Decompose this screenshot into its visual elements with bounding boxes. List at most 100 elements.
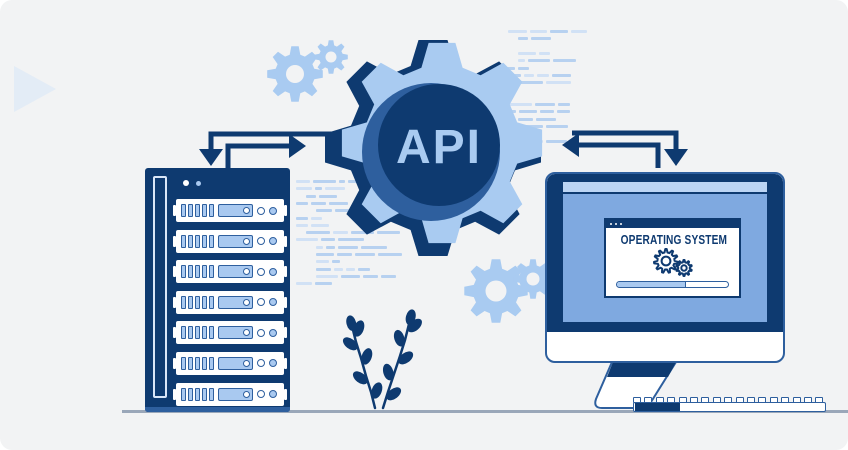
unit-slot (181, 234, 186, 248)
unit-tab (284, 235, 287, 247)
code-line (296, 216, 325, 220)
code-dash (296, 216, 309, 220)
unit-indicator-light (257, 359, 265, 368)
server-unit (173, 260, 287, 284)
code-line (316, 267, 373, 271)
code-dash (316, 267, 332, 271)
unit-tab (173, 296, 176, 308)
unit-drive-led (243, 268, 250, 276)
code-dash (360, 245, 387, 249)
code-dash (553, 59, 576, 63)
server-unit (173, 229, 287, 253)
code-dash (296, 180, 310, 183)
gear-center-large-hole (485, 280, 507, 302)
code-dash (312, 180, 337, 183)
code-dash (377, 253, 403, 256)
server-unit (173, 199, 287, 222)
code-dash (351, 231, 375, 235)
code-line (518, 51, 553, 55)
code-dash (316, 260, 330, 264)
unit-tab (173, 327, 176, 339)
code-dash (296, 187, 312, 191)
code-dash (334, 209, 352, 213)
unit-slot (188, 356, 193, 370)
code-dash (518, 37, 528, 41)
plant-leaf (346, 315, 357, 332)
unit-tab (173, 266, 176, 278)
unit-slot (195, 204, 200, 217)
unit-slot (188, 204, 193, 217)
server-base (145, 407, 290, 412)
keyboard-key (678, 397, 687, 403)
plant-leaf (386, 387, 402, 401)
titlebar-dot (610, 223, 612, 225)
unit-slot (202, 295, 207, 309)
code-dash (296, 282, 313, 286)
code-line (508, 103, 573, 106)
server-status-dot (196, 181, 201, 186)
arrow-from-monitor-head (562, 133, 579, 157)
code-dash (518, 51, 536, 55)
arrow-from-server (225, 143, 290, 168)
keyboard-key (804, 397, 812, 403)
server-rack (145, 168, 290, 412)
server-unit (173, 382, 287, 406)
code-dash (339, 180, 346, 183)
keyboard-key (655, 397, 664, 403)
keyboard-key (781, 397, 790, 403)
code-dash (328, 201, 349, 205)
code-dash (557, 110, 571, 114)
code-dash (522, 124, 543, 128)
code-dash (537, 73, 550, 77)
screen-top-strip (563, 182, 767, 194)
monitor-stand-top (607, 362, 676, 377)
arrow-from-monitor (578, 142, 661, 168)
unit-indicator-light (269, 390, 277, 399)
unit-drive-led (243, 207, 250, 214)
code-line (296, 187, 348, 191)
code-dash (558, 103, 570, 106)
loading-gears-icon (653, 248, 693, 277)
unit-slot (209, 356, 214, 370)
keyboard (633, 397, 826, 412)
unit-slot (181, 295, 186, 309)
code-dash (316, 274, 338, 278)
unit-drive-bar (218, 356, 253, 370)
code-dash (336, 253, 352, 256)
unit-indicator-light (257, 328, 265, 337)
unit-slot (209, 387, 214, 401)
loading-gear-small (675, 259, 693, 277)
plant-leaf (405, 309, 416, 326)
code-dash (306, 194, 317, 198)
os-window-titlebar (606, 220, 739, 228)
keyboard-key (735, 397, 744, 403)
code-dash (549, 30, 569, 33)
code-dash (316, 245, 324, 249)
code-dash (296, 223, 309, 227)
unit-slot (181, 356, 186, 370)
titlebar-dot (620, 223, 622, 225)
code-dash (340, 274, 360, 278)
code-dash (332, 260, 341, 264)
code-dash (546, 139, 567, 143)
unit-slot (188, 387, 193, 401)
keyboard-key (712, 397, 721, 403)
arrow-to-monitor (572, 130, 679, 152)
code-line (306, 231, 403, 235)
unit-slot (209, 204, 214, 217)
plant-leaf (393, 329, 405, 347)
unit-tab (173, 205, 176, 216)
keyboard-key (690, 397, 698, 403)
unit-slot (195, 295, 200, 309)
code-dash (527, 59, 551, 63)
gear-top-left-large-hole (286, 65, 304, 83)
code-line (518, 37, 554, 41)
keyboard-key (792, 397, 801, 403)
code-line (316, 209, 355, 213)
code-dash (354, 253, 375, 256)
loading-gear-large-hub (660, 255, 672, 267)
unit-indicator-light (269, 328, 277, 337)
code-dash (508, 30, 528, 33)
